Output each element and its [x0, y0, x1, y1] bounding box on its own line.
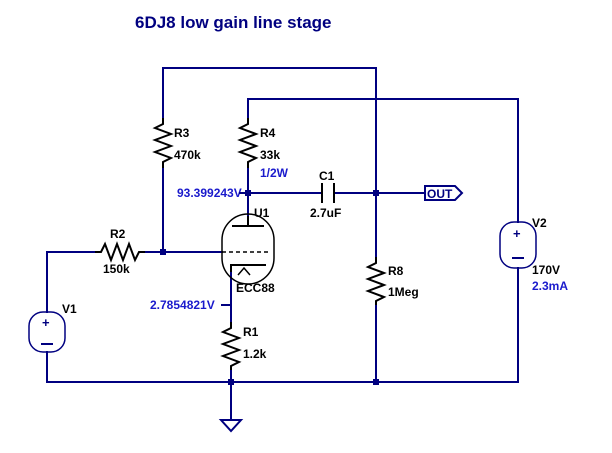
ground-symbol — [218, 419, 244, 433]
resistor-r1-name: R1 — [243, 325, 259, 339]
resistor-r4-name: R4 — [260, 126, 276, 140]
junction-output — [373, 190, 379, 196]
cathode-voltage-label: 2.7854821V — [150, 298, 215, 312]
resistor-r2-value: 150k — [103, 262, 130, 276]
voltage-source-v1[interactable]: + V1 — [28, 302, 77, 353]
resistor-r3[interactable]: R3 470k — [152, 118, 201, 168]
triode-u1-name: U1 — [254, 206, 270, 220]
junction-ground-r1 — [228, 379, 234, 385]
triode-heater — [237, 266, 251, 276]
voltage-source-v1-body — [28, 311, 66, 353]
wire-r3-top — [162, 67, 377, 99]
resistor-r1-symbol — [220, 322, 242, 370]
resistor-r8-name: R8 — [388, 264, 404, 278]
resistor-r1-value: 1.2k — [243, 347, 267, 361]
voltage-source-v2-body — [499, 221, 537, 269]
output-port-label: OUT — [427, 187, 453, 201]
triode-cathode — [230, 264, 266, 272]
triode-envelope — [221, 213, 275, 285]
capacitor-c1[interactable]: C1 2.7uF — [310, 169, 341, 220]
wire-bplus-rail — [247, 98, 519, 223]
resistor-r4-power-rating: 1/2W — [260, 166, 289, 180]
output-port[interactable]: OUT — [424, 185, 464, 201]
voltage-source-v2[interactable]: + V2 170V 2.3mA — [499, 216, 568, 293]
triode-u1[interactable]: U1 ECC88 — [221, 206, 275, 295]
resistor-r4[interactable]: R4 33k 1/2W — [237, 118, 289, 180]
voltage-source-v2-current: 2.3mA — [532, 279, 568, 293]
resistor-r3-value: 470k — [174, 148, 201, 162]
schematic-title: 6DJ8 low gain line stage — [135, 13, 332, 32]
resistor-r8-value: 1Meg — [388, 285, 419, 299]
wires — [46, 67, 519, 421]
output-port-flag — [424, 185, 464, 201]
voltage-source-v1-plus: + — [42, 315, 50, 330]
resistor-r4-value: 33k — [260, 148, 280, 162]
plate-voltage-label: 93.399243V — [177, 186, 242, 200]
voltage-source-v2-plus: + — [513, 226, 521, 241]
junction-ground-r8 — [373, 379, 379, 385]
ground-icon — [218, 419, 244, 433]
resistor-r2-name: R2 — [110, 227, 126, 241]
voltage-source-v2-value: 170V — [532, 263, 560, 277]
voltage-source-v2-name: V2 — [532, 216, 547, 230]
triode-u1-model: ECC88 — [236, 281, 275, 295]
resistor-r8[interactable]: R8 1Meg — [365, 257, 419, 305]
resistor-r4-symbol — [237, 118, 259, 168]
capacitor-c1-name: C1 — [319, 169, 335, 183]
capacitor-c1-value: 2.7uF — [310, 206, 341, 220]
resistor-r3-symbol — [152, 118, 174, 168]
junction-grid — [160, 249, 166, 255]
resistor-r2-symbol — [95, 241, 145, 263]
resistor-r8-symbol — [365, 257, 387, 305]
resistor-r1[interactable]: R1 1.2k — [220, 322, 267, 370]
resistor-r2[interactable]: R2 150k — [95, 227, 145, 276]
resistor-r3-name: R3 — [174, 126, 190, 140]
voltage-source-v1-name: V1 — [62, 302, 77, 316]
